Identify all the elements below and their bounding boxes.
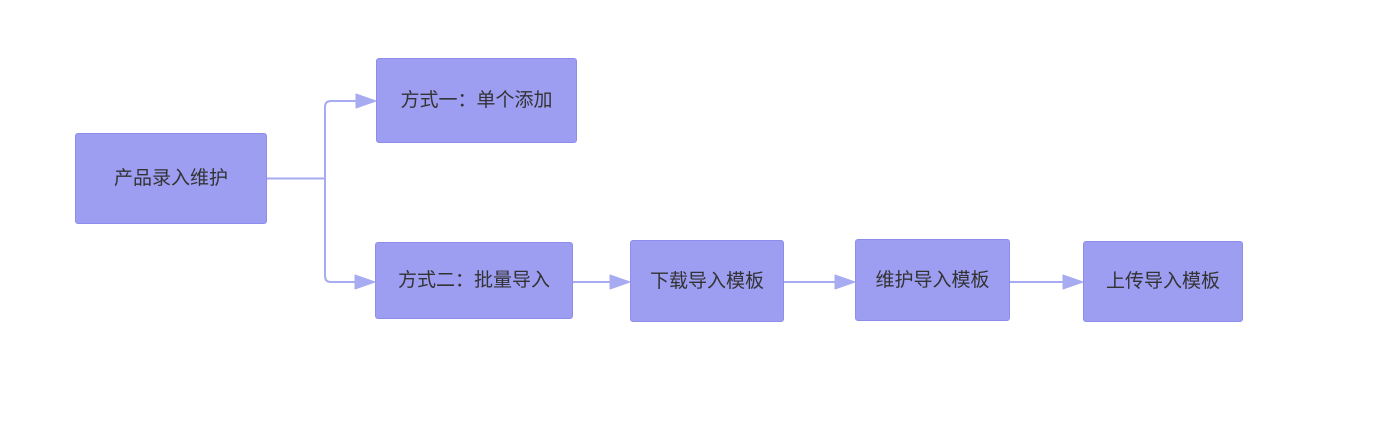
node-method-batch[interactable]: 方式二：批量导入	[375, 242, 573, 319]
node-upload-template[interactable]: 上传导入模板	[1083, 241, 1243, 322]
node-root[interactable]: 产品录入维护	[75, 133, 267, 224]
arrowhead-to-method-batch	[354, 274, 376, 290]
arrowhead-to-method-single	[355, 93, 377, 109]
node-method-single[interactable]: 方式一：单个添加	[376, 58, 577, 143]
node-maintain-template[interactable]: 维护导入模板	[855, 239, 1010, 321]
arrowhead-to-maintain	[834, 274, 856, 290]
arrowhead-to-upload	[1062, 274, 1084, 290]
edge-branch-rail	[324, 100, 356, 283]
arrowhead-to-download	[609, 274, 631, 290]
node-download-template[interactable]: 下载导入模板	[630, 240, 784, 322]
